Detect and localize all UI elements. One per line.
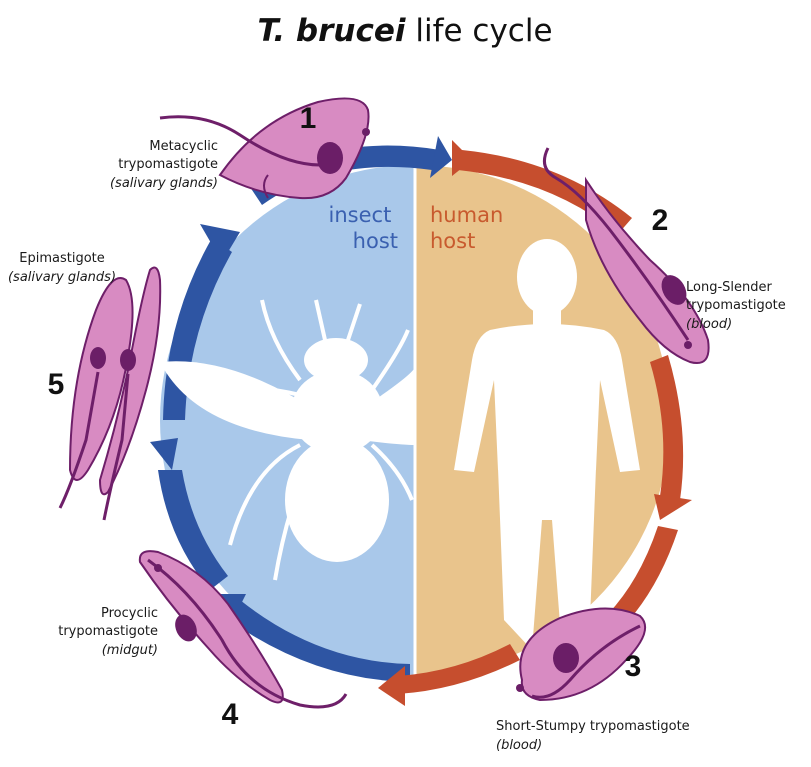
stage-5-number: 5	[48, 368, 65, 401]
stage-3-number: 3	[625, 650, 642, 683]
parasite-epimastigote	[60, 268, 160, 520]
stage-1-number: 1	[300, 102, 317, 135]
stage-1-name-line1: Metacyclic	[149, 139, 218, 154]
diagram-title: T. brucei life cycle	[257, 13, 552, 49]
stage-1-name-line2: trypomastigote	[118, 157, 218, 172]
stage-4-name-line1: Procyclic	[101, 606, 158, 621]
stage-2-label: Long-Slender trypomastigote (blood)	[686, 280, 786, 332]
stage-5-name-line1: Epimastigote	[19, 251, 105, 266]
stage-2-number: 2	[652, 204, 669, 237]
stage-4-name-line2: trypomastigote	[58, 624, 158, 639]
human-head	[517, 239, 577, 315]
insect-host-line2: host	[353, 229, 398, 253]
human-arrow-tip-right	[654, 494, 692, 520]
stage-5-label: Epimastigote (salivary glands)	[8, 251, 116, 285]
fly-abdomen	[285, 438, 389, 562]
stage-2-name-line2: trypomastigote	[686, 298, 786, 313]
stage-5-location: (salivary glands)	[8, 270, 116, 285]
human-host-line2: host	[430, 229, 475, 253]
insect-host-line1: insect	[329, 203, 392, 227]
stage-4-number: 4	[222, 698, 239, 731]
stage-4-location: (midgut)	[102, 643, 158, 658]
stage-3-name-line1: Short-Stumpy trypomastigote	[496, 719, 690, 734]
title-rest: life cycle	[405, 13, 552, 49]
stage-3-label: Short-Stumpy trypomastigote (blood)	[496, 719, 690, 753]
stage-4-label: Procyclic trypomastigote (midgut)	[58, 606, 158, 658]
human-neck	[533, 305, 561, 327]
stage-3-location: (blood)	[496, 738, 542, 753]
title-species: T. brucei	[257, 13, 405, 49]
stage-1-label: Metacyclic trypomastigote (salivary glan…	[110, 139, 218, 191]
stage-2-location: (blood)	[686, 317, 732, 332]
stage-1-location: (salivary glands)	[110, 176, 218, 191]
stage-2-name-line1: Long-Slender	[686, 280, 773, 295]
human-host-line1: human	[430, 203, 503, 227]
